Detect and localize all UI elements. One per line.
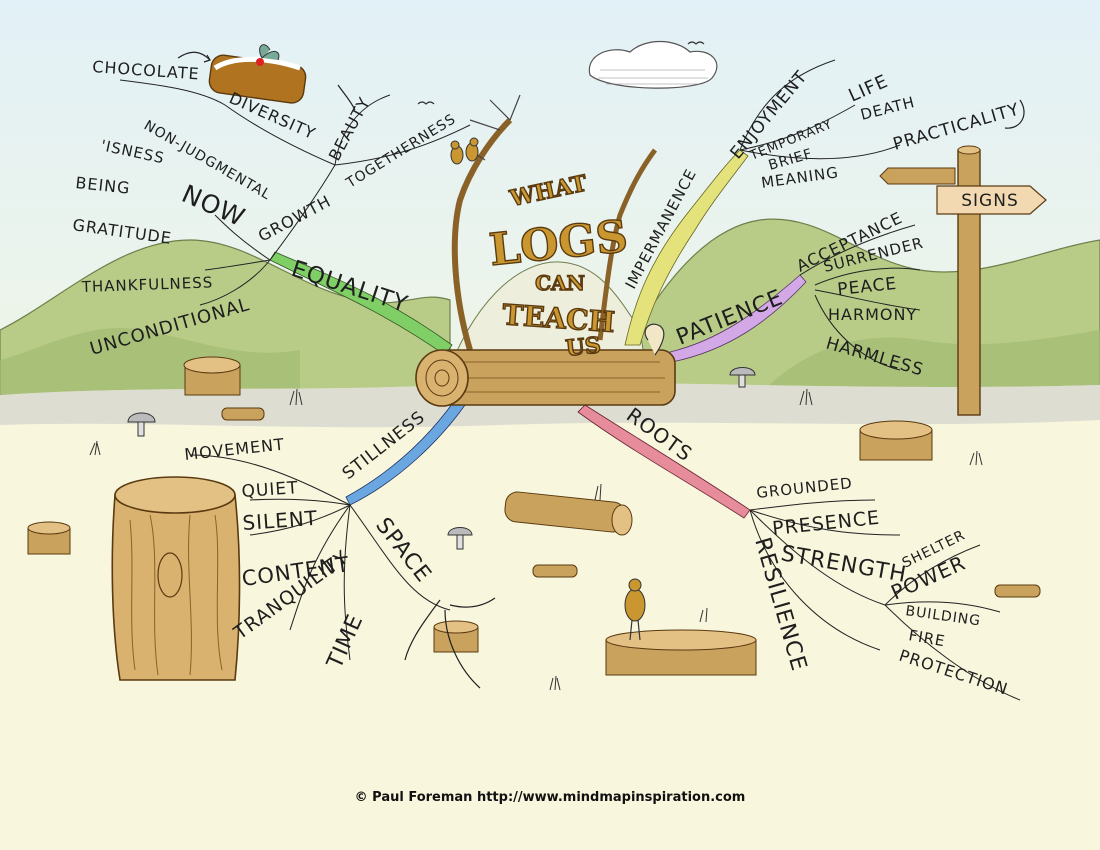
stump-right <box>859 420 933 461</box>
label-silent: SILENT <box>242 506 319 535</box>
stillness-ribbon <box>345 399 466 506</box>
copyright-credit: © Paul Foreman http://www.mindmapinspira… <box>354 790 746 805</box>
small-log-left <box>221 407 265 421</box>
patience-ribbon <box>669 274 807 363</box>
central-log <box>415 349 676 407</box>
impermanence-ribbon <box>624 149 749 346</box>
signpost-label: SIGNS <box>961 191 1019 211</box>
stump-small-left <box>27 521 71 555</box>
small-log-center <box>532 564 578 578</box>
signpost <box>879 145 1047 416</box>
equality-ribbon <box>269 251 453 356</box>
worm <box>644 323 665 356</box>
mountain-right-front <box>760 330 1100 395</box>
title-us: US <box>564 332 602 362</box>
mushroom-right <box>729 367 756 388</box>
fallen-log-center <box>504 491 633 536</box>
decorative-arrows <box>177 51 1025 689</box>
bird-flying-top <box>687 41 705 45</box>
stump-bottom <box>433 620 479 653</box>
label-quiet: QUIET <box>241 478 299 502</box>
bird-flying-left <box>417 101 435 105</box>
mushroom-center <box>447 527 473 550</box>
tree-trunk-left <box>451 117 513 351</box>
stump-left <box>183 356 241 396</box>
roots-ribbon <box>577 404 751 519</box>
bird-stump <box>605 629 757 676</box>
cloud <box>588 41 718 89</box>
branch-lines <box>119 59 1021 701</box>
mushroom-left <box>127 412 156 437</box>
birds-on-branch <box>450 137 479 165</box>
cloud-hatching <box>598 69 708 85</box>
tree-twigs <box>469 94 521 161</box>
grass-tufts <box>89 388 983 691</box>
bird-standing <box>624 578 646 641</box>
chocolate-log-cake <box>208 44 307 104</box>
small-log-right <box>994 584 1041 598</box>
label-harmony: HARMONY <box>828 305 917 324</box>
title-can: CAN <box>535 271 585 295</box>
large-tree-stump <box>111 476 241 681</box>
tree-trunk-right <box>597 148 658 341</box>
label-thankfulness: THANKFULNESS <box>81 273 214 296</box>
